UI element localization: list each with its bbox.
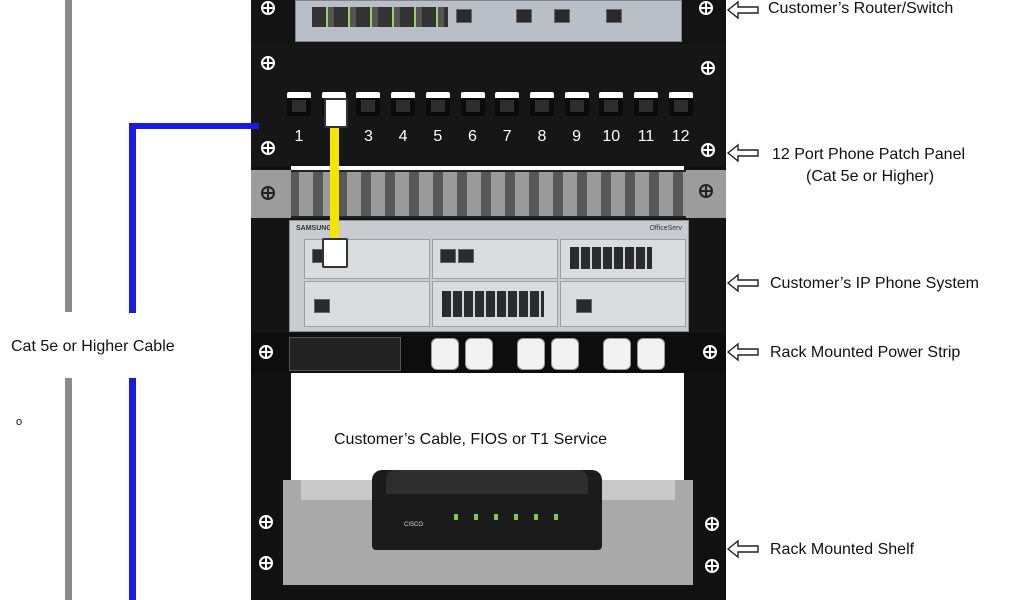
power-outlet	[431, 338, 459, 370]
cable-label: Cat 5e or Higher Cable	[11, 338, 175, 355]
phone-port-block	[570, 247, 652, 269]
shelf-base	[251, 585, 726, 600]
patch-port-opening	[500, 100, 515, 112]
screw-icon	[705, 559, 719, 573]
screw-icon	[261, 141, 275, 155]
patch-port-number: 10	[602, 128, 621, 145]
phone-port	[440, 249, 456, 263]
modem-top	[386, 470, 588, 494]
yellow-cable-plug-top	[324, 98, 348, 128]
patch-port-opening	[430, 100, 445, 112]
router-port	[456, 9, 472, 23]
screw-icon	[261, 1, 275, 15]
power-strip	[251, 333, 726, 373]
router-port	[606, 9, 622, 23]
screw-icon	[701, 61, 715, 75]
phone-port-block	[442, 291, 544, 317]
screw-icon	[699, 184, 713, 198]
arrow-left-icon	[726, 539, 759, 559]
power-outlet	[465, 338, 493, 370]
screw-icon	[261, 186, 275, 200]
power-outlet	[603, 338, 631, 370]
patch-port-number: 11	[637, 128, 655, 145]
patch-port-number: 1	[294, 128, 304, 145]
patch-port-number: 6	[468, 128, 477, 145]
router-port	[516, 9, 532, 23]
gray-cable-lower	[65, 378, 72, 600]
service-label: Customer’s Cable, FIOS or T1 Service	[334, 431, 607, 448]
blue-cable-lower	[129, 378, 136, 600]
arrow-left-icon	[726, 342, 759, 362]
patch-panel-label-line1: 12 Port Phone Patch Panel	[772, 146, 966, 163]
patch-port-opening	[361, 100, 376, 112]
phone-system-brand: SAMSUNG	[296, 225, 332, 232]
arrow-left-icon	[726, 0, 759, 20]
ip-phone-system: SAMSUNG OfficeServ	[251, 218, 726, 333]
patch-port-opening	[639, 100, 653, 112]
patch-port-opening	[396, 100, 411, 112]
screw-icon	[703, 345, 717, 359]
power-outlet	[517, 338, 545, 370]
phone-system-label: Customer’s IP Phone System	[770, 275, 979, 292]
patch-panel-label-line2: (Cat 5e or Higher)	[806, 168, 935, 185]
router-switch	[251, 0, 726, 44]
screw-icon	[259, 345, 273, 359]
router-switch-label: Customer’s Router/Switch	[768, 0, 954, 17]
screw-icon	[261, 56, 275, 70]
phone-system-chassis: SAMSUNG OfficeServ	[289, 220, 689, 332]
router-ports	[312, 7, 448, 27]
screw-icon	[705, 517, 719, 531]
power-outlet	[551, 338, 579, 370]
patch-port-opening	[569, 100, 584, 112]
phone-port	[458, 249, 474, 263]
router-faceplate	[295, 0, 682, 42]
shelf-label: Rack Mounted Shelf	[770, 541, 915, 558]
cable-management-bar	[251, 170, 726, 218]
modem-lights	[454, 514, 564, 520]
phone-port	[314, 299, 330, 313]
patch-port-number: 9	[572, 128, 582, 145]
blue-cable-upper-vertical	[129, 123, 136, 313]
patch-port-number: 4	[398, 128, 408, 145]
rack-open-space	[291, 373, 684, 483]
arrow-left-icon	[726, 143, 759, 163]
yellow-cable-plug-bottom	[322, 238, 348, 268]
patch-port-number: 7	[502, 128, 512, 145]
patch-port-opening	[534, 100, 549, 112]
patch-port-opening	[292, 100, 306, 112]
cable-modem: CISCO	[372, 470, 602, 550]
patch-port-opening	[673, 100, 688, 112]
stray-mark: o	[16, 416, 23, 428]
blue-cable-horizontal	[129, 123, 259, 129]
power-strip-switches	[289, 337, 401, 371]
phone-port	[576, 299, 592, 313]
patch-port-number: 8	[537, 128, 547, 145]
power-strip-label: Rack Mounted Power Strip	[770, 344, 961, 361]
patch-port-number: 5	[433, 128, 443, 145]
phone-card	[432, 239, 558, 279]
screw-icon	[259, 515, 273, 529]
patch-port-number: 3	[363, 128, 373, 145]
screw-icon	[701, 143, 715, 157]
arrow-left-icon	[726, 273, 759, 293]
patch-port-opening	[465, 100, 480, 112]
modem-brand: CISCO	[404, 522, 424, 528]
phone-system-model: OfficeServ	[649, 225, 682, 232]
patch-port-opening	[604, 100, 619, 112]
screw-icon	[699, 1, 713, 15]
gray-cable-upper	[65, 0, 72, 312]
power-outlet	[637, 338, 665, 370]
patch-port-number: 12	[671, 128, 690, 145]
router-port	[554, 9, 570, 23]
yellow-patch-cable	[330, 108, 339, 256]
screw-icon	[259, 556, 273, 570]
